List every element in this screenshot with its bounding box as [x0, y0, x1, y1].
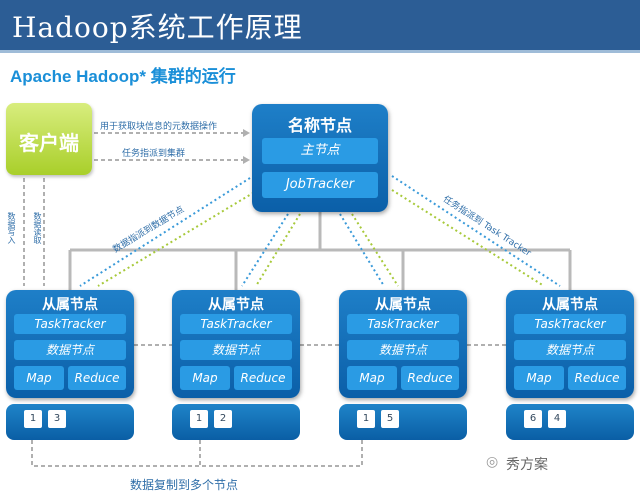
map-label: Map	[180, 366, 230, 390]
title-bar: Hadoop系统工作原理	[0, 0, 640, 50]
data-block: 1	[357, 410, 375, 428]
data-block: 1	[24, 410, 42, 428]
disk-4: 6 4	[506, 404, 634, 440]
data-node-label: 数据节点	[180, 340, 292, 360]
task-tracker-label: TaskTracker	[347, 314, 459, 334]
slave-heading: 从属节点	[375, 297, 431, 313]
data-block: 5	[381, 410, 399, 428]
client-label: 客户端	[19, 131, 79, 155]
page-title: Hadoop系统工作原理	[12, 11, 303, 44]
slave-heading: 从属节点	[42, 297, 98, 313]
slave-heading: 从属节点	[208, 297, 264, 313]
reduce-label: Reduce	[68, 366, 126, 390]
slave-heading: 从属节点	[542, 297, 598, 313]
slave-node-1: 从属节点 TaskTracker 数据节点 Map Reduce	[6, 290, 134, 398]
data-block: 4	[548, 410, 566, 428]
arrow-label-metadata: 用于获取块信息的元数据操作	[100, 122, 218, 132]
data-block: 6	[524, 410, 542, 428]
reduce-label: Reduce	[401, 366, 459, 390]
master-node-label: 主节点	[262, 138, 378, 164]
name-node-heading: 名称节点	[287, 116, 352, 135]
map-label: Map	[14, 366, 64, 390]
arrow-label-assign-cluster: 任务指派到集群	[122, 149, 186, 159]
slave-node-3: 从属节点 TaskTracker 数据节点 Map Reduce	[339, 290, 467, 398]
data-node-label: 数据节点	[514, 340, 626, 360]
title-divider	[0, 50, 640, 53]
data-block: 2	[214, 410, 232, 428]
disk-1: 1 3	[6, 404, 134, 440]
map-label: Map	[347, 366, 397, 390]
diagram-subtitle: Apache Hadoop* 集群的运行	[10, 67, 236, 86]
disk-3: 1 5	[339, 404, 467, 440]
map-label: Map	[514, 366, 564, 390]
data-node-label: 数据节点	[347, 340, 459, 360]
client-box: 客户端	[6, 103, 92, 175]
data-block: 3	[48, 410, 66, 428]
arrow-label-data-read: 数据读取	[33, 212, 42, 244]
slave-node-2: 从属节点 TaskTracker 数据节点 Map Reduce	[172, 290, 300, 398]
reduce-label: Reduce	[568, 366, 626, 390]
data-block: 1	[190, 410, 208, 428]
task-tracker-label: TaskTracker	[14, 314, 126, 334]
replication-label: 数据复制到多个节点	[130, 478, 239, 492]
name-node: 名称节点 主节点 JobTracker	[252, 104, 388, 212]
data-node-label: 数据节点	[14, 340, 126, 360]
job-tracker-label: JobTracker	[262, 172, 378, 198]
reduce-label: Reduce	[234, 366, 292, 390]
disk-2: 1 2	[172, 404, 300, 440]
wechat-icon: ◎	[486, 454, 499, 470]
watermark: 秀方案	[506, 457, 548, 473]
arrow-label-data-write: 数据写入	[7, 212, 16, 244]
task-tracker-label: TaskTracker	[514, 314, 626, 334]
task-tracker-label: TaskTracker	[180, 314, 292, 334]
slave-node-4: 从属节点 TaskTracker 数据节点 Map Reduce	[506, 290, 634, 398]
